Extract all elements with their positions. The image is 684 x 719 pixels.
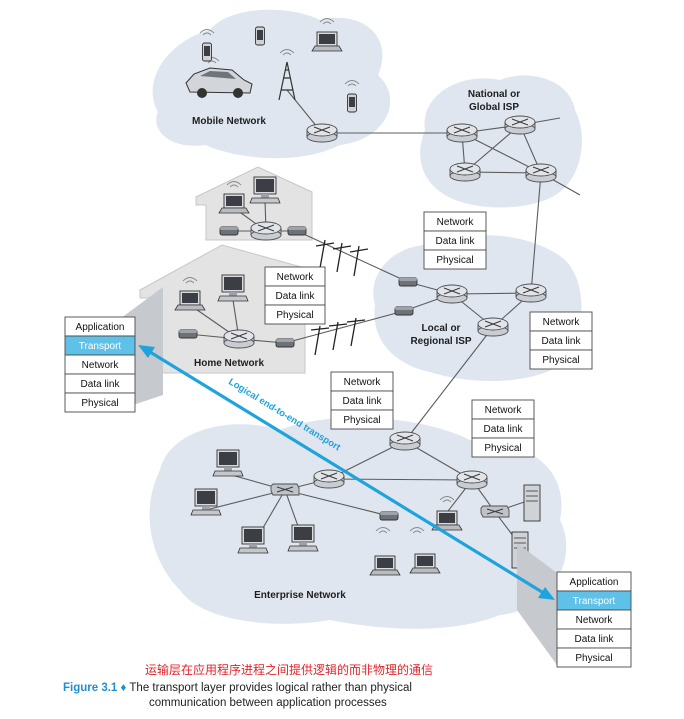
router-isp-3	[449, 162, 481, 182]
modem-isp-upper	[398, 277, 418, 287]
source-layer-application: Application	[76, 322, 125, 333]
dest-layer-application: Application	[570, 577, 619, 588]
router-stack-local-isp: Network Data link Physical	[529, 311, 593, 370]
router-stack-local-data-link: Data link	[542, 336, 582, 347]
modem-upper-house-2	[219, 226, 239, 236]
router-stack-enterprise: Network Data link Physical	[471, 399, 535, 458]
source-layer-data-link: Data link	[81, 379, 121, 390]
modem-home	[275, 338, 295, 348]
router-stack-top-physical: Physical	[436, 255, 473, 266]
upper-house	[195, 166, 313, 241]
source-host-stack: Application Transport Network Data link …	[64, 316, 136, 413]
router-stack-top: Network Data link Physical	[423, 211, 487, 270]
arrowhead-end-icon	[538, 587, 555, 600]
dest-host-stack: Application Transport Network Data link …	[556, 571, 632, 668]
caption-line-2: communication between application proces…	[149, 697, 387, 709]
router-home	[223, 329, 255, 349]
router-local-3	[477, 317, 509, 337]
national-isp-label-line1: National or	[468, 89, 520, 100]
router-stack-home-physical: Physical	[276, 310, 313, 321]
modem-upper-house	[287, 226, 307, 236]
router-local-1	[436, 284, 468, 304]
national-isp-label-line2: Global ISP	[469, 102, 519, 113]
router-local-2	[515, 283, 547, 303]
router-stack-home-data-link: Data link	[276, 291, 316, 302]
switch-enterprise-2	[480, 505, 510, 518]
modem-isp-lower	[394, 306, 414, 316]
home-network-label: Home Network	[194, 358, 264, 369]
router-isp-2	[504, 115, 536, 135]
source-layer-network: Network	[82, 360, 120, 371]
modem-enterprise	[379, 511, 399, 521]
router-stack-enterprise-data-link: Data link	[484, 424, 524, 435]
dest-layer-data-link: Data link	[575, 634, 615, 645]
chinese-annotation: 运输层在应用程序进程之间提供逻辑的而非物理的通信	[145, 663, 434, 677]
dest-layer-physical: Physical	[575, 653, 612, 664]
car-icon	[185, 57, 253, 98]
enterprise-network-cloud	[149, 417, 567, 629]
caption-bullet: ♦	[120, 682, 127, 694]
router-stack-core: Network Data link Physical	[330, 371, 394, 430]
source-layer-transport: Transport	[79, 341, 122, 352]
router-mobile	[306, 123, 338, 143]
dest-layer-network: Network	[576, 615, 614, 626]
router-stack-core-network: Network	[344, 377, 382, 388]
caption-line-1: The transport layer provides logical rat…	[129, 682, 412, 694]
logical-transport-arrow	[138, 345, 555, 600]
switch-enterprise-1	[270, 483, 300, 496]
enterprise-network-label: Enterprise Network	[254, 590, 346, 601]
dest-stack-shadow	[517, 543, 557, 665]
utility-poles-lower	[310, 317, 366, 356]
local-isp-label-line2: Regional ISP	[410, 336, 471, 347]
router-stack-home: Network Data link Physical	[264, 266, 326, 325]
router-upper-house	[250, 221, 282, 241]
router-enterprise-1	[313, 469, 345, 489]
local-isp-label-line1: Local or	[422, 323, 461, 334]
cell-tower-icon	[278, 49, 296, 101]
router-stack-enterprise-network: Network	[485, 405, 523, 416]
router-enterprise-2	[456, 470, 488, 490]
source-layer-physical: Physical	[81, 398, 118, 409]
dest-layer-transport: Transport	[573, 596, 616, 607]
modem-home-2	[178, 329, 198, 339]
figure-number: Figure 3.1	[63, 682, 118, 694]
local-isp-cloud	[373, 235, 582, 382]
router-stack-core-data-link: Data link	[343, 396, 383, 407]
router-stack-home-network: Network	[277, 272, 315, 283]
router-isp-1	[446, 123, 478, 143]
mobile-network-label: Mobile Network	[192, 116, 266, 127]
utility-poles-upper	[315, 239, 369, 277]
router-stack-core-physical: Physical	[343, 415, 380, 426]
figure-caption: Figure 3.1 ♦ The transport layer provide…	[63, 681, 533, 711]
router-core	[389, 431, 421, 451]
router-stack-enterprise-physical: Physical	[484, 443, 521, 454]
arrowhead-start-icon	[138, 345, 155, 358]
router-isp-4	[525, 163, 557, 183]
router-stack-local-network: Network	[543, 317, 581, 328]
router-stack-local-physical: Physical	[542, 355, 579, 366]
router-stack-top-data-link: Data link	[436, 236, 476, 247]
router-stack-top-network: Network	[437, 217, 475, 228]
